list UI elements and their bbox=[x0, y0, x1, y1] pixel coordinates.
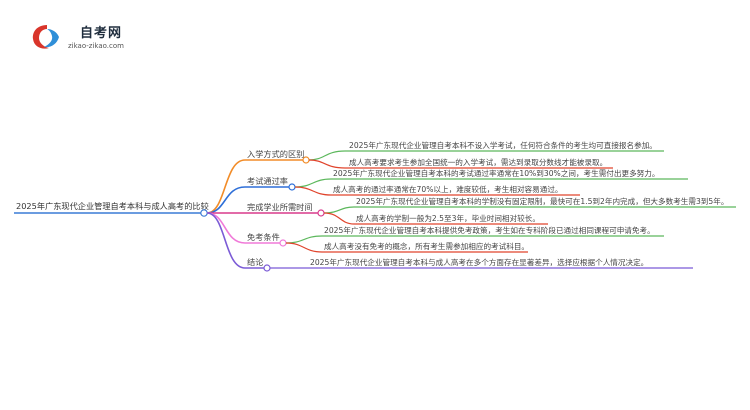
branch-4-label: 免考条件 bbox=[247, 232, 280, 242]
branch-1-leaf-1: 2025年广东现代企业管理自考本科不设入学考试，任何符合条件的考生均可直接报名参… bbox=[349, 140, 657, 150]
root-node bbox=[200, 209, 208, 217]
branch-3-label: 完成学业所需时间 bbox=[247, 202, 313, 212]
root-topic: 2025年广东现代企业管理自考本科与成人高考的比较 bbox=[16, 201, 209, 211]
branch-5: 结论 2025年广东现代企业管理自考本科与成人高考在多个方面存在显著差异，选择应… bbox=[245, 257, 693, 272]
branch-5-node bbox=[263, 264, 271, 272]
branch-2-node bbox=[288, 183, 296, 191]
branch-3: 完成学业所需时间 2025年广东现代企业管理自考本科的学制没有固定限制，最快可在… bbox=[245, 196, 736, 225]
branch-2-leaf-2: 成人高考的通过率通常在70%以上，难度较低，考生相对容易通过。 bbox=[333, 184, 563, 194]
branch-4-node bbox=[279, 239, 287, 247]
branch-2-label: 考试通过率 bbox=[247, 176, 288, 186]
branch-3-node bbox=[317, 209, 325, 217]
connector-4 bbox=[206, 212, 246, 244]
logo-title: 自考网 bbox=[80, 26, 123, 41]
branch-4-leaf-2: 成人高考没有免考的概念，所有考生需参加相应的考试科目。 bbox=[324, 241, 529, 251]
branch-5-leaf-1: 2025年广东现代企业管理自考本科与成人高考在多个方面存在显著差异，选择应根据个… bbox=[310, 257, 648, 267]
branch-1: 入学方式的区别 2025年广东现代企业管理自考本科不设入学考试，任何符合条件的考… bbox=[245, 140, 664, 169]
branch-4: 免考条件 2025年广东现代企业管理自考本科提供免考政策，考生如在专科阶段已通过… bbox=[245, 225, 664, 253]
branch-1-node bbox=[302, 156, 310, 164]
branch-2: 考试通过率 2025年广东现代企业管理自考本科的考试通过率通常在10%到30%之… bbox=[245, 168, 688, 196]
branch-5-label: 结论 bbox=[247, 257, 263, 267]
branch-3-leaf-1: 2025年广东现代企业管理自考本科的学制没有固定限制，最快可在1.5到2年内完成… bbox=[356, 196, 728, 206]
site-logo: 自考网 zikao-zikao.com bbox=[30, 20, 140, 54]
connector-5 bbox=[206, 212, 246, 269]
logo-subtitle: zikao-zikao.com bbox=[68, 42, 124, 50]
branch-2-leaf-1: 2025年广东现代企业管理自考本科的考试通过率通常在10%到30%之间，考生需付… bbox=[333, 168, 659, 178]
branch-1-leaf-2: 成人高考要求考生参加全国统一的入学考试，需达到录取分数线才能被录取。 bbox=[349, 157, 607, 167]
connector-1 bbox=[206, 159, 246, 214]
branch-3-leaf-2: 成人高考的学制一般为2.5至3年，毕业时间相对较长。 bbox=[356, 213, 540, 223]
branch-4-leaf-1: 2025年广东现代企业管理自考本科提供免考政策，考生如在专科阶段已通过相同课程可… bbox=[324, 225, 655, 235]
logo-mark-icon bbox=[32, 25, 59, 49]
branch-1-label: 入学方式的区别 bbox=[247, 149, 304, 159]
connector-2 bbox=[206, 186, 246, 214]
